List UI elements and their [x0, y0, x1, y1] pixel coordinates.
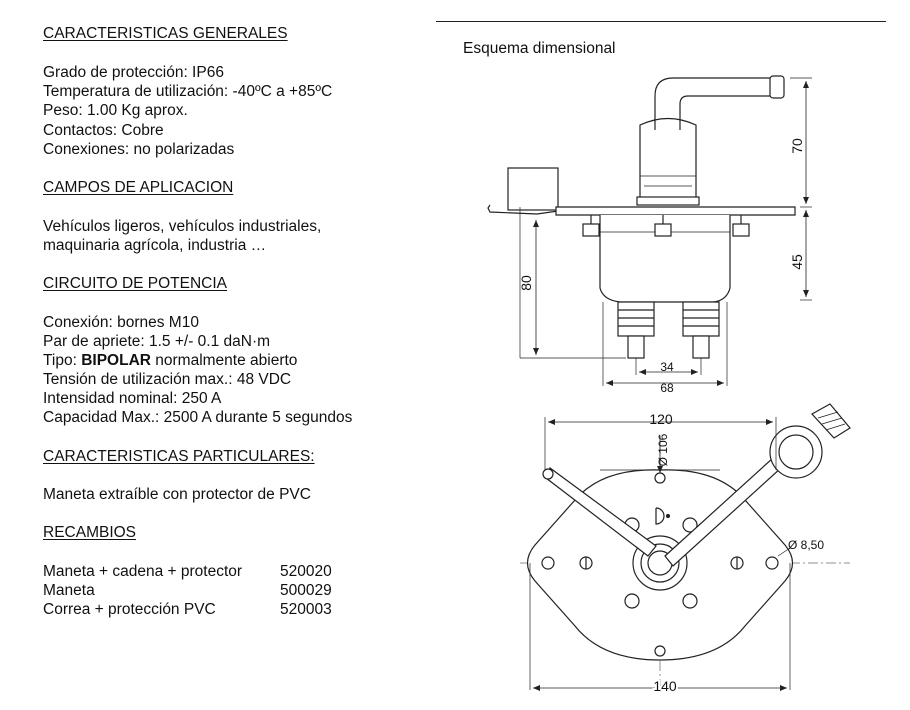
spare-name: Correa + protección PVC	[43, 601, 216, 618]
spec-line: Conexión: bornes M10	[43, 314, 199, 331]
spec-line: Par de apriete: 1.5 +/- 0.1 daN·m	[43, 333, 271, 350]
top-view	[520, 403, 851, 691]
mounting-hole-bottom	[654, 645, 666, 657]
spec-line: Capacidad Max.: 2500 A durante 5 segundo…	[43, 409, 353, 426]
mounting-hole-right	[765, 556, 779, 570]
spec-line: Temperatura de utilización: -40ºC a +85º…	[43, 83, 333, 100]
spare-code: 520003	[280, 601, 332, 618]
dim-80: 80	[518, 275, 534, 291]
spec-line: maquinaria agrícola, industria …	[43, 237, 267, 254]
handle-elbow	[654, 77, 782, 130]
handle-end-cap	[769, 75, 785, 99]
spec-line: Tensión de utilización max.: 48 VDC	[43, 371, 292, 388]
spare-name: Maneta	[43, 582, 95, 599]
spare-row: Correa + protección PVC 520003	[43, 600, 403, 620]
particular-title: CARACTERISTICAS PARTICULARES:	[43, 448, 315, 465]
type-prefix: Tipo:	[43, 352, 82, 369]
spare-row: Maneta 500029	[43, 581, 403, 601]
spec-line: Conexiones: no polarizadas	[43, 141, 235, 158]
spec-line: Grado de protección: IP66	[43, 64, 224, 81]
spec-line: Maneta extraíble con protector de PVC	[43, 486, 311, 503]
dim-140: 140	[653, 678, 677, 694]
dim-hole-850: Ø 8,50	[788, 538, 824, 552]
header-rule	[436, 21, 886, 22]
spec-line: Intensidad nominal: 250 A	[43, 390, 222, 407]
terminal-right	[682, 301, 720, 359]
type-bold: BIPOLAR	[81, 352, 151, 369]
dim-diameter-106: Ø 106	[656, 433, 670, 466]
dim-34: 34	[660, 360, 674, 374]
spares-title: RECAMBIOS	[43, 524, 137, 541]
power-title: CIRCUITO DE POTENCIA	[43, 275, 228, 292]
bracket	[507, 167, 559, 211]
spec-line: Contactos: Cobre	[43, 122, 164, 139]
switch-body	[599, 215, 731, 303]
terminal-left	[617, 301, 655, 359]
drawing-title: Esquema dimensional	[463, 40, 616, 57]
handle-body	[639, 117, 697, 200]
spare-name: Maneta + cadena + protector	[43, 563, 243, 580]
side-view	[487, 75, 812, 386]
general-title: CARACTERISTICAS GENERALES	[43, 25, 288, 42]
spec-line: Peso: 1.00 Kg aprox.	[43, 102, 188, 119]
spare-code: 500029	[280, 582, 332, 599]
spare-code: 520020	[280, 563, 332, 580]
dim-70: 70	[789, 138, 805, 154]
dim-68: 68	[660, 381, 674, 395]
spare-row: Maneta + cadena + protector 520020	[43, 562, 403, 582]
spec-line: Vehículos ligeros, vehículos industriale…	[43, 218, 322, 235]
dim-45: 45	[789, 254, 805, 270]
mounting-plate	[555, 206, 796, 216]
mounting-hole-left	[541, 556, 555, 570]
spec-line-type: Tipo: BIPOLAR normalmente abierto	[43, 351, 297, 371]
dim-120: 120	[649, 411, 673, 427]
type-suffix: normalmente abierto	[150, 352, 298, 369]
application-title: CAMPOS DE APLICACION	[43, 179, 234, 196]
